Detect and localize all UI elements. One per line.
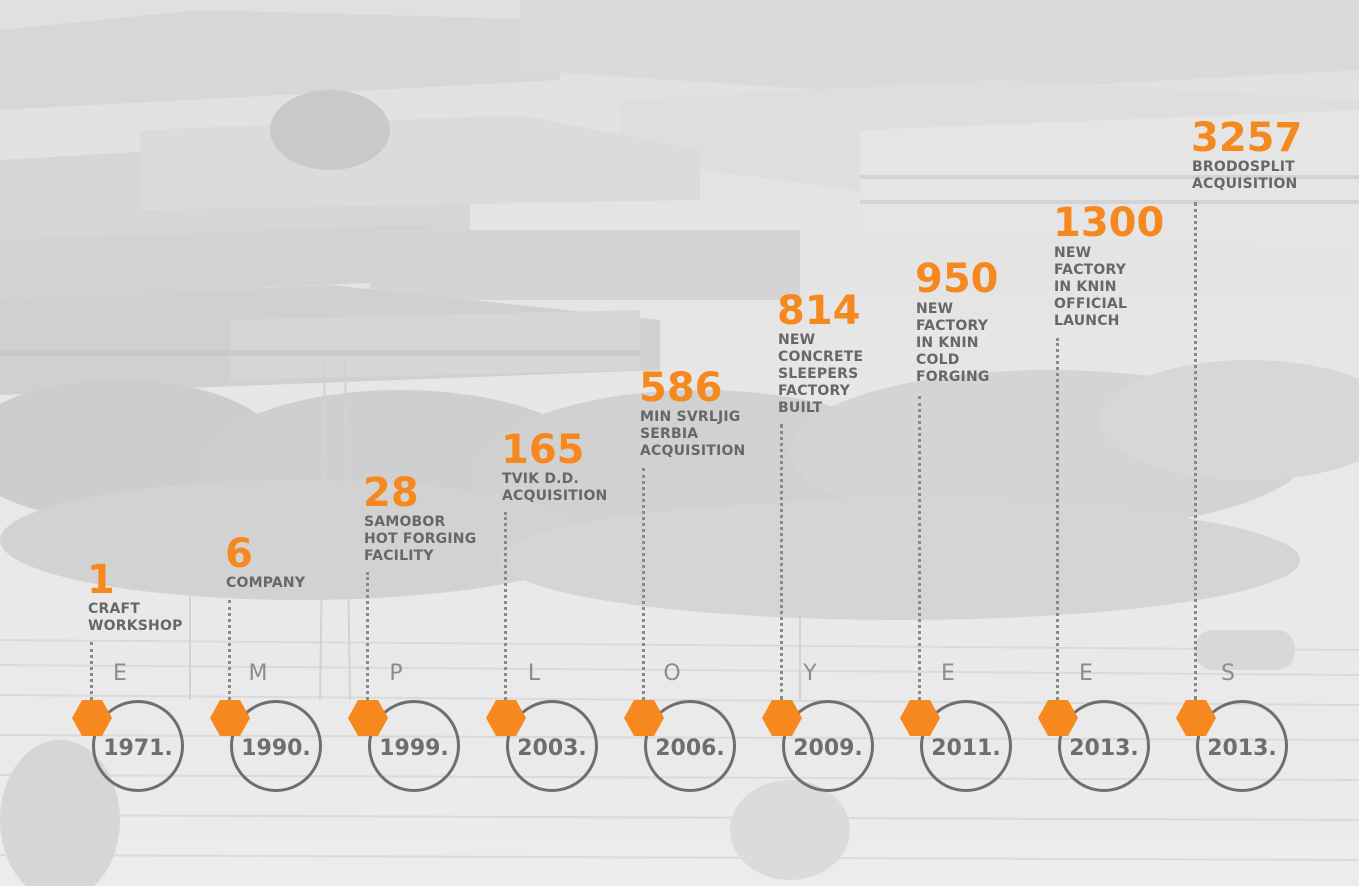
timeline-letter: L	[527, 661, 541, 686]
hexagon-marker-icon	[486, 700, 526, 736]
year-label: 1990.	[241, 736, 311, 761]
milestone-description: NEW FACTORY IN KNIN COLD FORGING	[916, 301, 990, 385]
milestone-description: NEW CONCRETE SLEEPERS FACTORY BUILT	[778, 332, 864, 416]
milestone-description: NEW FACTORY IN KNIN OFFICIAL LAUNCH	[1054, 245, 1128, 329]
timeline-letter: E	[1079, 661, 1093, 686]
year-circle	[920, 700, 1012, 792]
dotted-connector	[1056, 338, 1059, 700]
year-circle	[1058, 700, 1150, 792]
year-circle	[644, 700, 736, 792]
milestone-description: TVIK D.D. ACQUISITION	[502, 471, 608, 504]
timeline-letter: M	[248, 661, 268, 686]
milestone-description: BRODOSPLIT ACQUISITION	[1192, 159, 1298, 192]
year-circle	[368, 700, 460, 792]
timeline-letter: O	[663, 661, 681, 686]
hexagon-marker-icon	[624, 700, 664, 736]
hexagon-marker-icon	[1176, 700, 1216, 736]
year-label: 1999.	[379, 736, 449, 761]
dotted-connector	[642, 468, 645, 700]
employee-count: 586	[639, 365, 723, 411]
milestone-description: MIN SVRLJIG SERBIA ACQUISITION	[640, 409, 746, 459]
milestone-description: CRAFT WORKSHOP	[88, 601, 183, 634]
employee-count: 165	[501, 427, 585, 473]
dotted-connector	[1194, 202, 1197, 700]
year-circle	[1196, 700, 1288, 792]
year-label: 2013.	[1069, 736, 1139, 761]
hexagon-marker-icon	[72, 700, 112, 736]
timeline-letter: S	[1221, 661, 1235, 686]
employee-count: 950	[915, 256, 999, 302]
year-label: 2011.	[931, 736, 1001, 761]
hexagon-marker-icon	[1038, 700, 1078, 736]
year-label: 1971.	[103, 736, 173, 761]
timeline-letter: P	[389, 661, 403, 686]
year-label: 2006.	[655, 736, 725, 761]
employee-count: 3257	[1191, 115, 1303, 161]
hexagon-marker-icon	[210, 700, 250, 736]
timeline-letter: E	[941, 661, 955, 686]
dotted-connector	[780, 424, 783, 700]
employee-count: 28	[363, 470, 419, 516]
year-label: 2013.	[1207, 736, 1277, 761]
timeline-letter: E	[113, 661, 127, 686]
employee-count: 814	[777, 288, 861, 334]
hexagon-marker-icon	[900, 700, 940, 736]
dotted-connector	[504, 512, 507, 700]
hexagon-marker-icon	[762, 700, 802, 736]
hexagon-marker-icon	[348, 700, 388, 736]
year-label: 2003.	[517, 736, 587, 761]
year-circle	[230, 700, 322, 792]
year-circle	[92, 700, 184, 792]
year-circle	[506, 700, 598, 792]
dotted-connector	[366, 572, 369, 700]
year-label: 2009.	[793, 736, 863, 761]
employee-count: 1	[87, 557, 115, 603]
milestone-description: COMPANY	[226, 575, 306, 591]
dotted-connector	[918, 396, 921, 700]
dotted-connector	[228, 600, 231, 700]
timeline-letter: Y	[803, 661, 817, 686]
milestone-description: SAMOBOR HOT FORGING FACILITY	[364, 514, 477, 564]
dotted-connector	[90, 642, 93, 700]
employee-count: 1300	[1053, 200, 1165, 246]
year-circle	[782, 700, 874, 792]
employee-count: 6	[225, 531, 253, 577]
